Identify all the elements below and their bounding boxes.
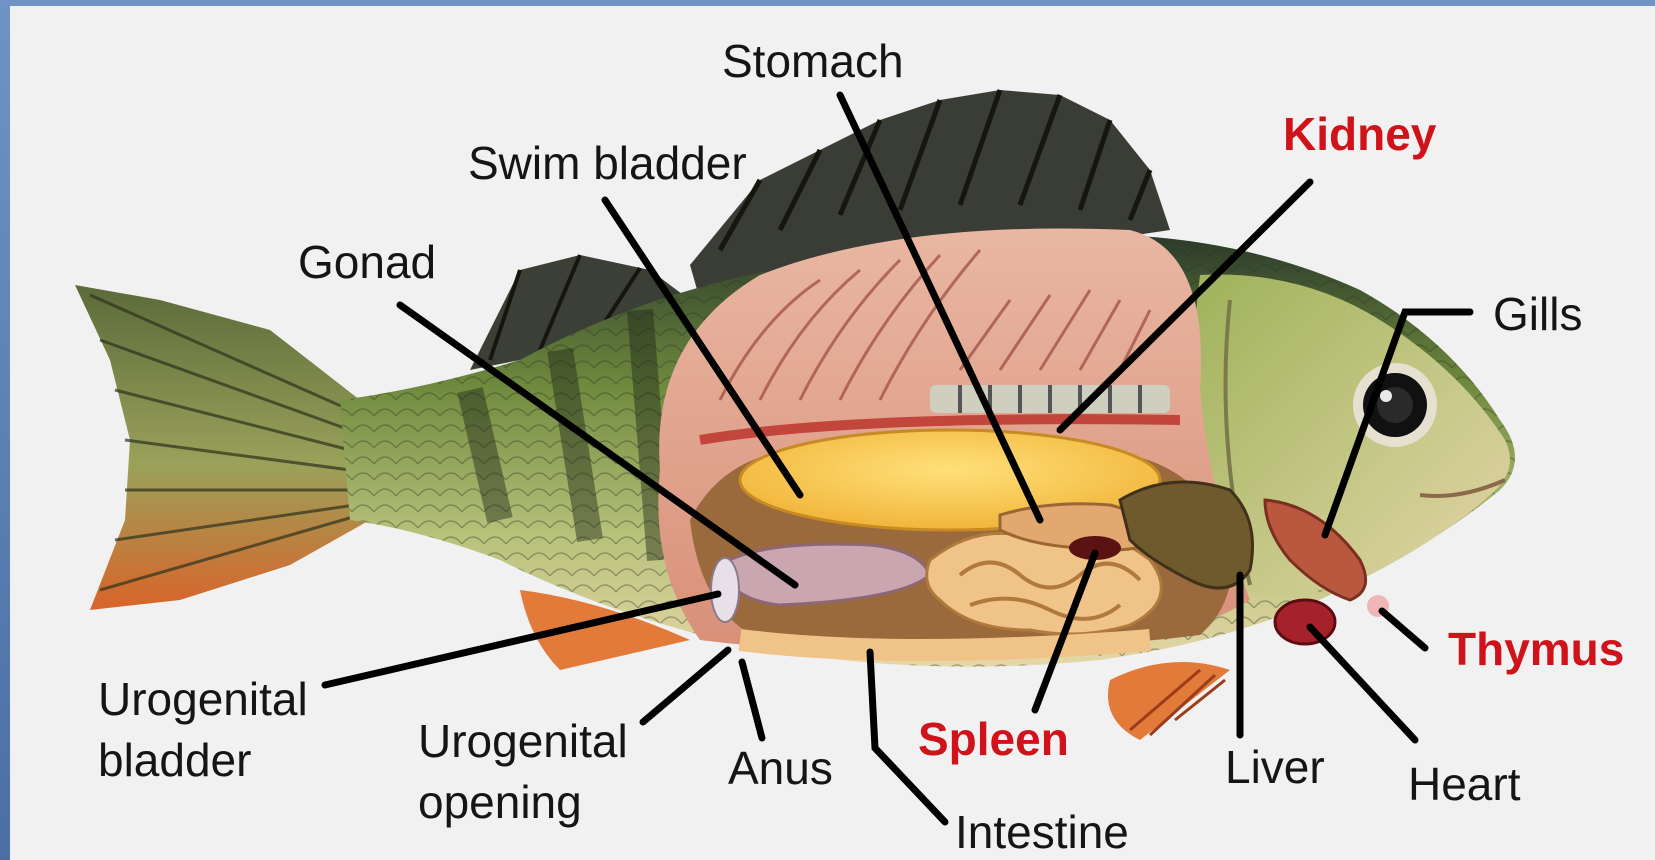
label-urogenital-bladder-line1: Urogenital bbox=[98, 673, 308, 725]
label-urogenital-opening-line2: opening bbox=[418, 776, 582, 828]
label-urogenital-opening-line1: Urogenital bbox=[418, 715, 628, 767]
leader-anus bbox=[742, 662, 762, 738]
eye bbox=[1353, 363, 1437, 447]
label-heart: Heart bbox=[1408, 758, 1521, 810]
label-swim-bladder: Swim bladder bbox=[468, 137, 747, 189]
label-urogenital-bladder-line2: bladder bbox=[98, 734, 251, 786]
leader-heart bbox=[1310, 627, 1415, 740]
label-gonad: Gonad bbox=[298, 236, 436, 288]
label-stomach: Stomach bbox=[722, 35, 904, 87]
tail-fin bbox=[75, 285, 370, 610]
label-anus: Anus bbox=[728, 742, 833, 794]
leader-urogenital-opening bbox=[643, 650, 728, 722]
label-liver: Liver bbox=[1225, 741, 1325, 793]
label-thymus: Thymus bbox=[1448, 623, 1624, 675]
leader-thymus bbox=[1382, 611, 1425, 648]
heart bbox=[1275, 600, 1335, 644]
urogenital-bladder bbox=[711, 558, 739, 622]
label-gills: Gills bbox=[1493, 288, 1582, 340]
label-spleen: Spleen bbox=[918, 713, 1069, 765]
label-intestine: Intestine bbox=[955, 806, 1129, 858]
label-kidney: Kidney bbox=[1283, 108, 1437, 160]
